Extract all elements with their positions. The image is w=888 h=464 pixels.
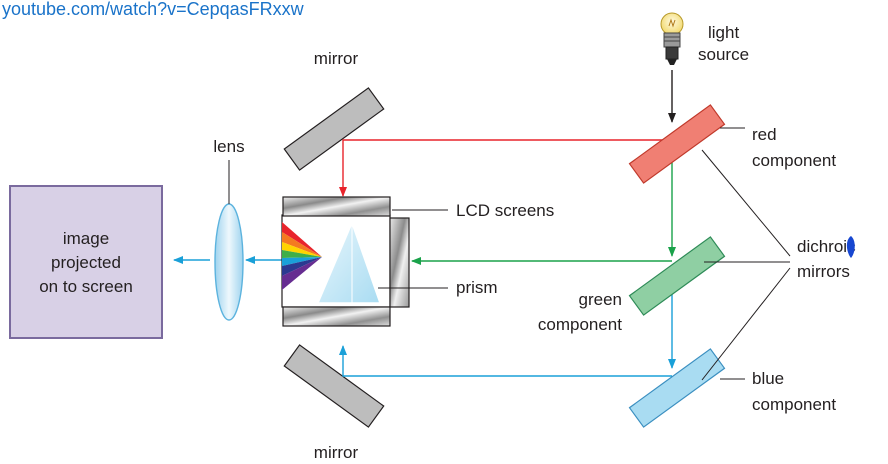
cursor-mark-icon: [846, 236, 855, 258]
blue-beam-horizontal: [339, 345, 672, 377]
prism-label: prism: [456, 278, 498, 297]
lcd-screen-top: [282, 196, 391, 217]
lens-label: lens: [213, 137, 244, 156]
lens: [214, 203, 244, 321]
light-source-label-line2: source: [698, 45, 749, 64]
red-dichroic-mirror: [628, 104, 726, 184]
green-dichroic-mirror: [628, 236, 726, 316]
light-bulb-icon: [660, 12, 684, 65]
blue-label-line1: blue: [752, 369, 784, 388]
red-label-line1: red: [752, 125, 777, 144]
dichroic-label-line2: mirrors: [797, 262, 850, 281]
mirror-bottom-label: mirror: [314, 443, 359, 462]
lcd-screen-right: [389, 217, 410, 308]
prism: [316, 220, 382, 304]
video-url-text[interactable]: youtube.com/watch?v=CepqasFRxxw: [2, 0, 305, 19]
red-beam: [339, 139, 672, 197]
bottom-mirror: [283, 344, 385, 428]
dichroic-leader-blue: [701, 267, 791, 381]
green-label-line1: green: [579, 290, 622, 309]
dichroic-label-line1: dichroic: [797, 237, 856, 256]
screen-label-line2: projected: [51, 253, 121, 272]
blue-dichroic-mirror: [628, 348, 726, 428]
lcd-screens-label: LCD screens: [456, 201, 554, 220]
blue-label-line2: component: [752, 395, 836, 414]
mirror-top-label: mirror: [314, 49, 359, 68]
screen-label-line1: image: [63, 229, 109, 248]
green-label-line2: component: [538, 315, 622, 334]
projection-screen: [9, 185, 163, 339]
top-mirror: [283, 87, 385, 171]
red-label-line2: component: [752, 151, 836, 170]
screen-label-line3: on to screen: [39, 277, 133, 296]
light-source-label-line1: light: [708, 23, 739, 42]
lcd-assembly: [281, 196, 410, 327]
lcd-screen-bottom: [282, 306, 391, 327]
dichroic-leader-red: [701, 149, 791, 257]
